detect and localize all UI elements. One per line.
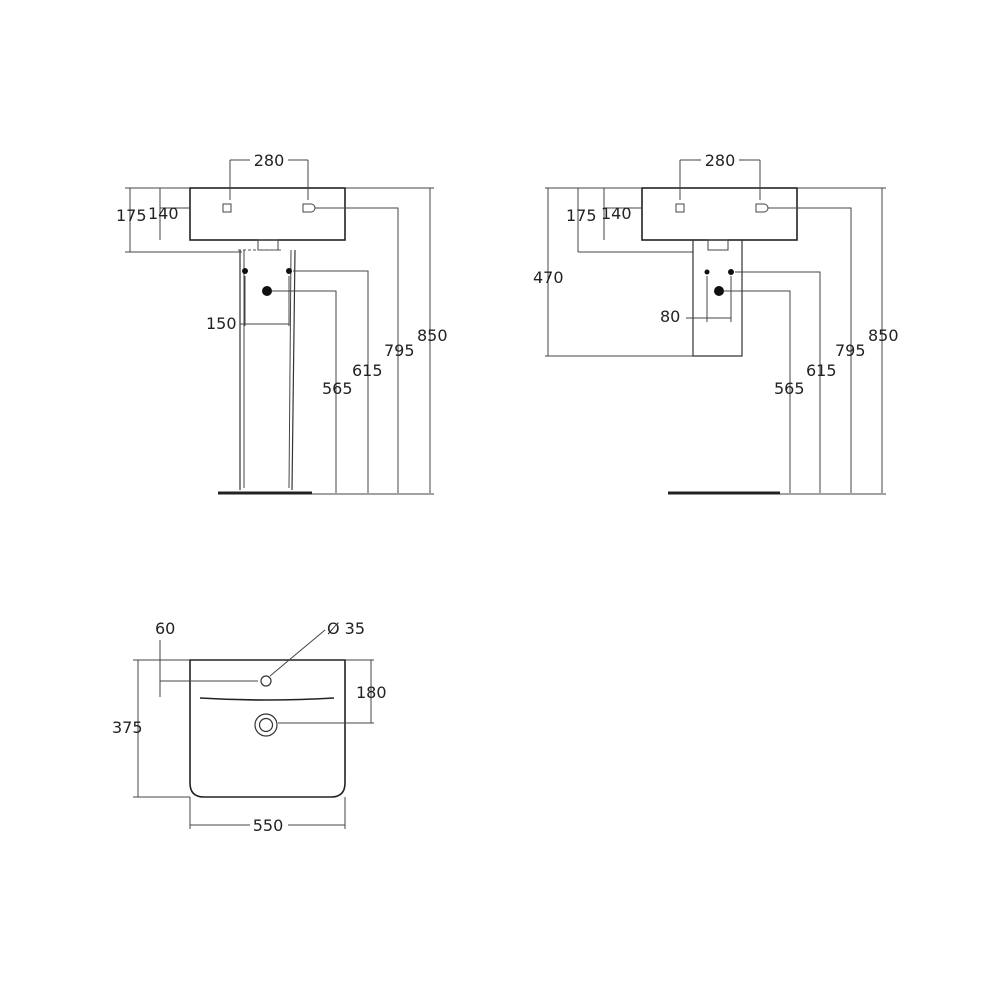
bowl-edge <box>199 697 335 701</box>
dim-waste-height: 565 <box>774 379 805 398</box>
tap-hole-left <box>675 203 685 213</box>
tap-hole <box>260 675 272 687</box>
dim-supply-spacing: 80 <box>660 307 680 326</box>
dim-overflow-height: 795 <box>835 341 866 360</box>
dim-tap-hole-diameter: Ø 35 <box>327 619 365 638</box>
dim-tap-spacing: 280 <box>254 151 285 170</box>
basin-outline <box>189 187 346 241</box>
waste-outlet <box>257 239 279 251</box>
dim-supply-height: 615 <box>352 361 383 380</box>
dim-overflow-from-top: 140 <box>601 204 632 223</box>
dim-tap-hole-setback: 60 <box>155 619 175 638</box>
waste-outlet <box>254 713 278 737</box>
semi-pedestal-elevation-view: 280 175 140 470 80 565 615 795 850 <box>533 150 899 495</box>
pedestal-elevation-view: 280 175 140 150 565 615 795 850 <box>116 150 448 495</box>
pedestal-column <box>239 249 296 491</box>
dim-rim-height: 850 <box>868 326 899 345</box>
dim-supply-height: 615 <box>806 361 837 380</box>
dim-rim-depth: 175 <box>116 206 147 225</box>
dim-rim-height: 850 <box>417 326 448 345</box>
semi-pedestal <box>692 240 743 357</box>
plan-view: 60 Ø 35 180 375 550 <box>112 619 387 835</box>
dim-depth: 375 <box>112 718 143 737</box>
supply-point-left <box>704 269 710 275</box>
tap-hole-right <box>302 203 316 213</box>
basin-plan-outline <box>189 659 346 798</box>
tap-hole-right <box>755 203 769 213</box>
basin-outline <box>641 187 798 241</box>
waste-outlet <box>707 239 729 251</box>
tap-hole-left <box>222 203 232 213</box>
waste-point <box>714 286 724 296</box>
dim-overflow-height: 795 <box>384 341 415 360</box>
dim-supply-spacing: 150 <box>206 314 237 333</box>
waste-point <box>262 286 272 296</box>
supply-point-right <box>728 269 734 275</box>
supply-point-left <box>242 268 248 274</box>
supply-point-right <box>286 268 292 274</box>
dim-overflow-from-top: 140 <box>148 204 179 223</box>
dim-width: 550 <box>253 816 284 835</box>
dim-waste-height: 565 <box>322 379 353 398</box>
dim-waste-from-back: 180 <box>356 683 387 702</box>
dim-tap-spacing: 280 <box>705 151 736 170</box>
dim-rim-depth: 175 <box>566 206 597 225</box>
dim-semi-pedestal-height: 470 <box>533 268 564 287</box>
